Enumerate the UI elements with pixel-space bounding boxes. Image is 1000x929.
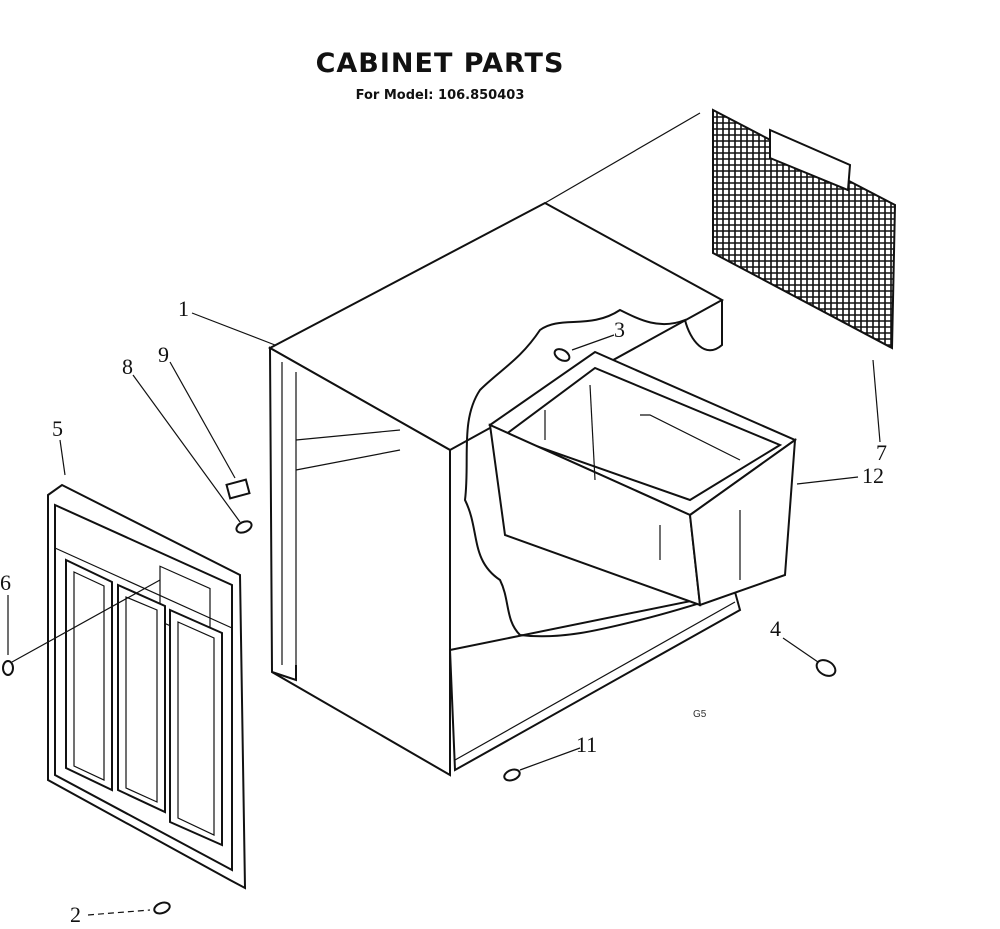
callout-2: 2 bbox=[70, 902, 81, 927]
callout-8: 8 bbox=[122, 354, 133, 379]
part-11-screw bbox=[503, 768, 521, 782]
part-6-screw bbox=[2, 660, 14, 676]
model-subtitle: For Model: 106.850403 bbox=[355, 88, 525, 103]
callout-6: 6 bbox=[0, 570, 11, 595]
callout-7: 7 bbox=[876, 440, 887, 465]
part-9-clip bbox=[225, 478, 251, 500]
cabinet-shell bbox=[267, 201, 742, 777]
callout-12: 12 bbox=[862, 463, 884, 488]
callout-3: 3 bbox=[614, 317, 625, 342]
front-panel bbox=[47, 483, 247, 890]
rear-grille bbox=[544, 108, 897, 350]
part-8-screw bbox=[235, 520, 253, 534]
callout-11: 11 bbox=[576, 732, 597, 757]
diagram-title: CABINET PARTS bbox=[315, 48, 565, 79]
leader-lines bbox=[7, 312, 881, 916]
callout-5: 5 bbox=[52, 416, 63, 441]
fasteners bbox=[2, 348, 837, 915]
drawing-code: G5 bbox=[693, 709, 707, 720]
part-4-plug bbox=[815, 659, 837, 677]
part-3-screw bbox=[553, 348, 571, 362]
callout-4: 4 bbox=[770, 616, 781, 641]
callout-1: 1 bbox=[178, 296, 189, 321]
callout-9: 9 bbox=[158, 342, 169, 367]
base-pan bbox=[487, 350, 798, 607]
part-2-screw bbox=[153, 901, 171, 915]
